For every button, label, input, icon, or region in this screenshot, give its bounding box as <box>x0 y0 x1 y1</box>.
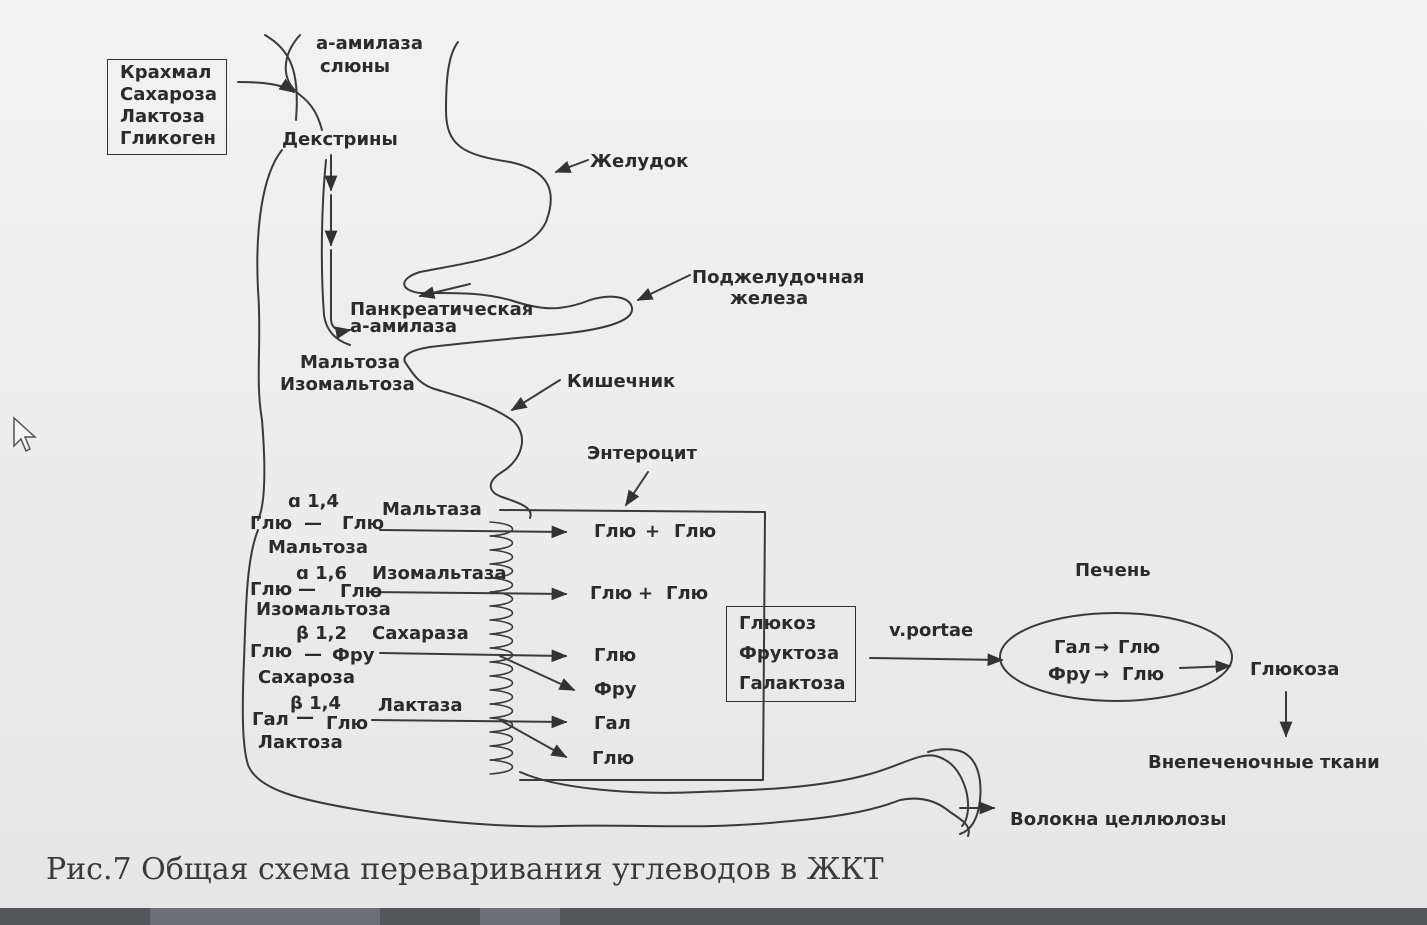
maltose-right-unit: Глю <box>342 513 385 534</box>
lactose-product-gal: Гал <box>594 713 631 734</box>
liver-row1-from: Гал <box>1054 637 1091 658</box>
lactose-left-unit: Гал <box>252 709 289 730</box>
source-connector <box>237 78 296 93</box>
maltose-bond-dash: — <box>304 513 322 534</box>
liver-row2-from: Фру <box>1048 664 1091 685</box>
tract-inner-left-wall <box>320 159 351 346</box>
sucrose-name: Сахароза <box>258 667 355 688</box>
sucrose-left-unit: Глю <box>250 641 293 662</box>
sucrose-right-unit: Фру <box>332 645 375 666</box>
liver-row2-to: Глю <box>1122 664 1165 685</box>
stomach-pointer <box>554 159 589 173</box>
mono-item-galactose: Галактоза <box>739 673 846 694</box>
flow-arrow-dextrins-3 <box>330 249 352 340</box>
maltose-left-unit: Глю <box>250 513 293 534</box>
pancreas-pointer <box>636 274 691 301</box>
lactose-product-glu: Глю <box>592 748 635 769</box>
enterocyte-pointer <box>625 471 649 507</box>
isomaltose-product-1: Глю <box>590 583 633 604</box>
monitor-bezel-bottom <box>0 908 1427 925</box>
liver-to-glucose-arrow <box>1179 660 1232 673</box>
pancreatic-amylase-label-2: а-амилаза <box>350 316 458 337</box>
lactose-right-unit: Глю <box>326 713 369 734</box>
isomaltose-left-unit: Глю <box>250 579 293 600</box>
pancreas-to-amylase <box>418 283 471 299</box>
isomaltose-bond-label: ɑ 1,6 <box>296 563 348 584</box>
pancreas-label-2: железа <box>730 288 809 309</box>
enterocyte-box <box>499 509 766 781</box>
lower-tract-inner-wall <box>519 754 970 827</box>
extrahepatic-tissues-label: Внепеченочные ткани <box>1148 752 1380 773</box>
mono-item-glucose: Глюкоз <box>739 613 817 634</box>
source-item-lactose: Лактоза <box>120 106 205 127</box>
isomaltose-bond-dash: — <box>298 579 316 600</box>
stomach-label: Желудок <box>590 151 689 172</box>
lactose-name: Лактоза <box>258 732 343 753</box>
sucrase-arrow <box>379 649 568 663</box>
mouth-outline-left <box>264 34 298 121</box>
source-item-glycogen: Гликоген <box>120 128 216 149</box>
liver-label: Печень <box>1075 560 1151 581</box>
lactase-glu-arrow <box>499 719 568 758</box>
sucrose-product-fru: Фру <box>594 679 637 700</box>
lactase-enzyme-label: Лактаза <box>378 695 463 716</box>
intestine-pointer <box>510 379 561 411</box>
source-item-starch: Крахмал <box>120 62 212 83</box>
sucrose-product-glu: Глю <box>594 645 637 666</box>
sucrose-bond-dash: — <box>304 644 322 665</box>
liver-ellipse <box>999 612 1233 702</box>
lower-tract-left-wall <box>241 529 970 837</box>
maltase-enzyme-label: Мальтаза <box>382 499 482 520</box>
isomaltose-product-2: Глю <box>666 583 709 604</box>
portal-arrow <box>869 653 1004 667</box>
glucose-output-label: Глюкоза <box>1250 659 1340 680</box>
isomaltose-plus: + <box>638 583 654 604</box>
liver-row1-arrow: → <box>1094 637 1110 658</box>
lactose-bond-label: β 1,4 <box>290 693 342 714</box>
colon-loop <box>927 748 982 835</box>
isomaltose-name: Изомальтоза <box>256 599 391 620</box>
intestine-wall <box>404 361 532 519</box>
maltose-name: Мальтоза <box>268 537 369 558</box>
lactase-arrow <box>371 715 568 729</box>
tract-outer-left-wall <box>256 149 283 521</box>
carbohydrate-source-box: Крахмал Сахароза Лактоза Гликоген <box>107 59 227 155</box>
sucrose-bond-label: β 1,2 <box>296 623 348 644</box>
mouse-cursor-icon <box>13 416 37 453</box>
villi-column <box>489 521 514 775</box>
mono-item-fructose: Фруктоза <box>739 643 840 664</box>
pancreatic-amylase-label-1: Панкреатическая <box>350 299 534 320</box>
salivary-amylase-label-1: а-амилаза <box>316 33 424 54</box>
cellulose-fibers-label: Волокна целлюлозы <box>1010 809 1227 830</box>
enterocyte-label: Энтероцит <box>587 443 697 464</box>
mouth-outline-right <box>284 34 323 131</box>
isomaltose-label: Изомальтоза <box>280 374 415 395</box>
pancreas-label-1: Поджелудочная <box>692 267 865 288</box>
monosaccharides-box: Глюкоз Фруктоза Галактоза <box>726 606 856 702</box>
source-item-sucrose: Сахароза <box>120 84 217 105</box>
maltose-bond-label: ɑ 1,4 <box>288 491 340 512</box>
maltose-label: Мальтоза <box>300 352 401 373</box>
maltose-plus: + <box>645 521 661 542</box>
intestine-label: Кишечник <box>567 371 676 392</box>
salivary-amylase-label-2: слюны <box>320 56 391 77</box>
isomaltase-arrow <box>371 587 568 601</box>
lactose-bond-dash: — <box>296 707 314 728</box>
figure-caption: Рис.7 Общая схема переваривания углеводо… <box>46 852 884 887</box>
isomaltase-enzyme-label: Изомальтаза <box>372 563 507 584</box>
stomach-wall <box>403 41 633 363</box>
maltose-product-1: Глю <box>594 521 637 542</box>
maltose-product-2: Глю <box>674 521 717 542</box>
maltase-arrow <box>379 525 568 539</box>
sucrase-fru-arrow <box>499 655 576 691</box>
dextrins-label: Декстрины <box>282 129 398 150</box>
liver-row2-arrow: → <box>1094 664 1110 685</box>
portal-vein-label: v.portae <box>889 620 974 641</box>
isomaltose-right-unit: Глю <box>340 581 383 602</box>
liver-row1-to: Глю <box>1118 637 1161 658</box>
sucrase-enzyme-label: Сахараза <box>372 623 469 644</box>
